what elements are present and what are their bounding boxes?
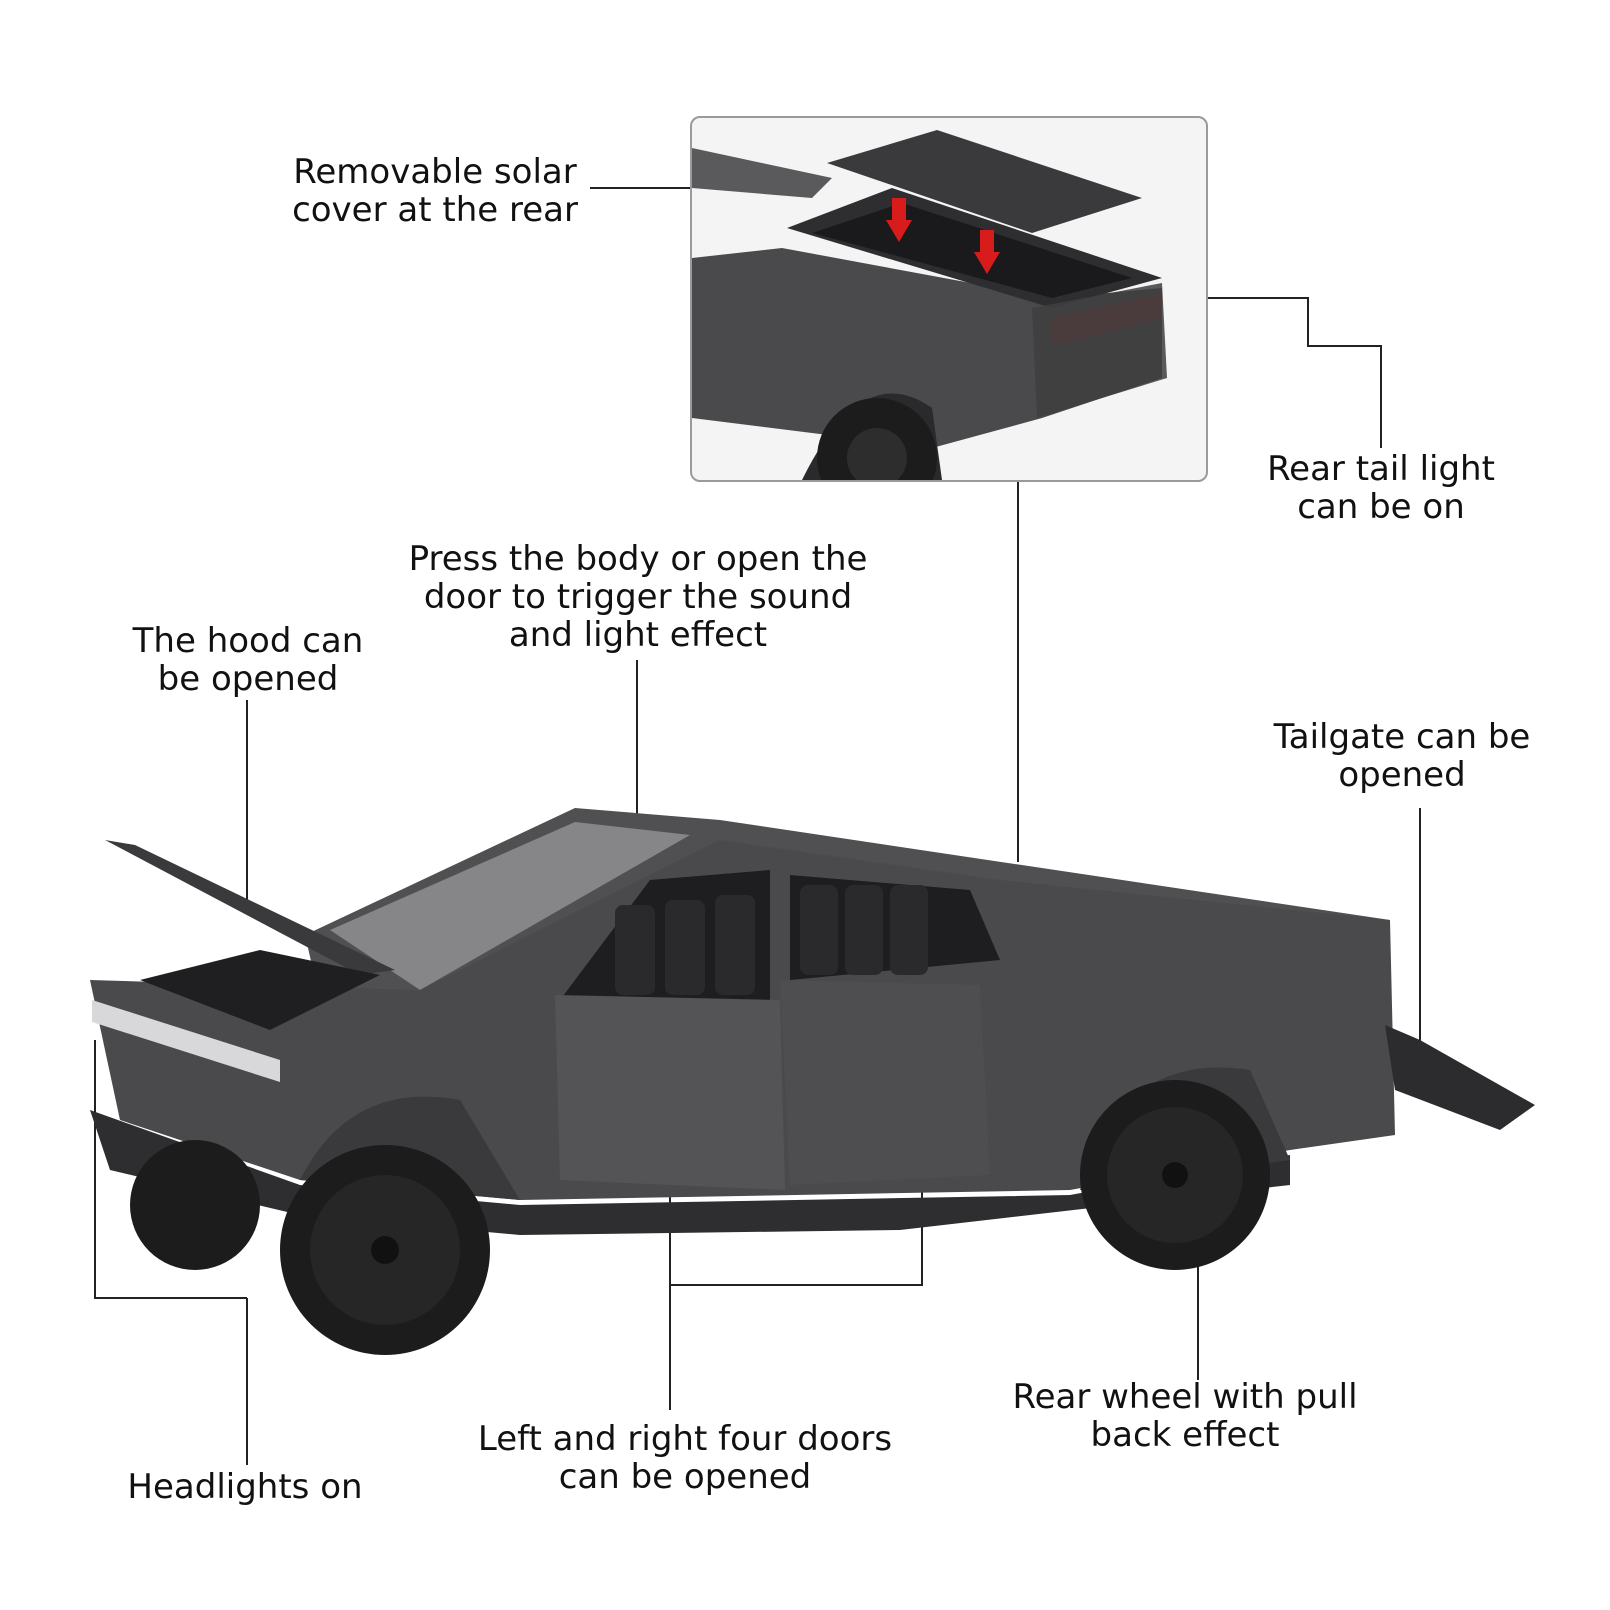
rear-wheel <box>1080 1080 1270 1270</box>
inset-red-arrow-2 <box>974 230 1000 274</box>
open-tailgate <box>1385 1025 1535 1130</box>
label-headlights: Headlights on <box>127 1467 363 1507</box>
windshield-glass <box>330 822 690 990</box>
leader-headlights <box>94 1040 248 1465</box>
rear-detail-inset <box>690 116 1208 482</box>
label-press-body: Press the body or open the door to trigg… <box>408 539 868 655</box>
label-rear-wheel: Rear wheel with pull back effect <box>1012 1377 1358 1455</box>
inset-red-arrow-1 <box>886 198 912 242</box>
seats <box>615 885 928 995</box>
label-tailgate: Tailgate can be opened <box>1273 717 1531 795</box>
front-door-open <box>555 995 785 1190</box>
inset-cab-roof <box>692 148 832 198</box>
leader-tail-light <box>1160 297 1382 448</box>
rear-door-open <box>780 980 990 1185</box>
label-solar-cover: Removable solar cover at the rear <box>292 152 578 230</box>
label-hood: The hood can be opened <box>132 621 364 699</box>
headlight-strip <box>92 1000 280 1082</box>
label-rear-tail-light: Rear tail light can be on <box>1267 449 1495 527</box>
front-wheel <box>280 1145 490 1355</box>
front-left-wheel <box>130 1140 260 1270</box>
open-hood <box>105 840 395 975</box>
inset-solar-cover <box>827 130 1142 233</box>
label-four-doors: Left and right four doors can be opened <box>477 1419 893 1497</box>
inset-tailgate <box>1032 283 1167 418</box>
engine-bay <box>140 950 380 1030</box>
